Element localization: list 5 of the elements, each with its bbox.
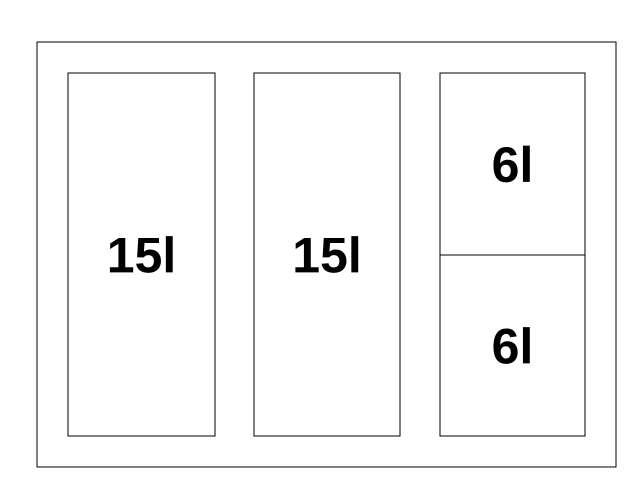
container-box: 15l [254,72,400,436]
container-box: 6l [440,72,586,256]
frame-box [36,42,616,468]
container-box: 15l [68,72,216,436]
container-box: 6l [440,254,586,436]
